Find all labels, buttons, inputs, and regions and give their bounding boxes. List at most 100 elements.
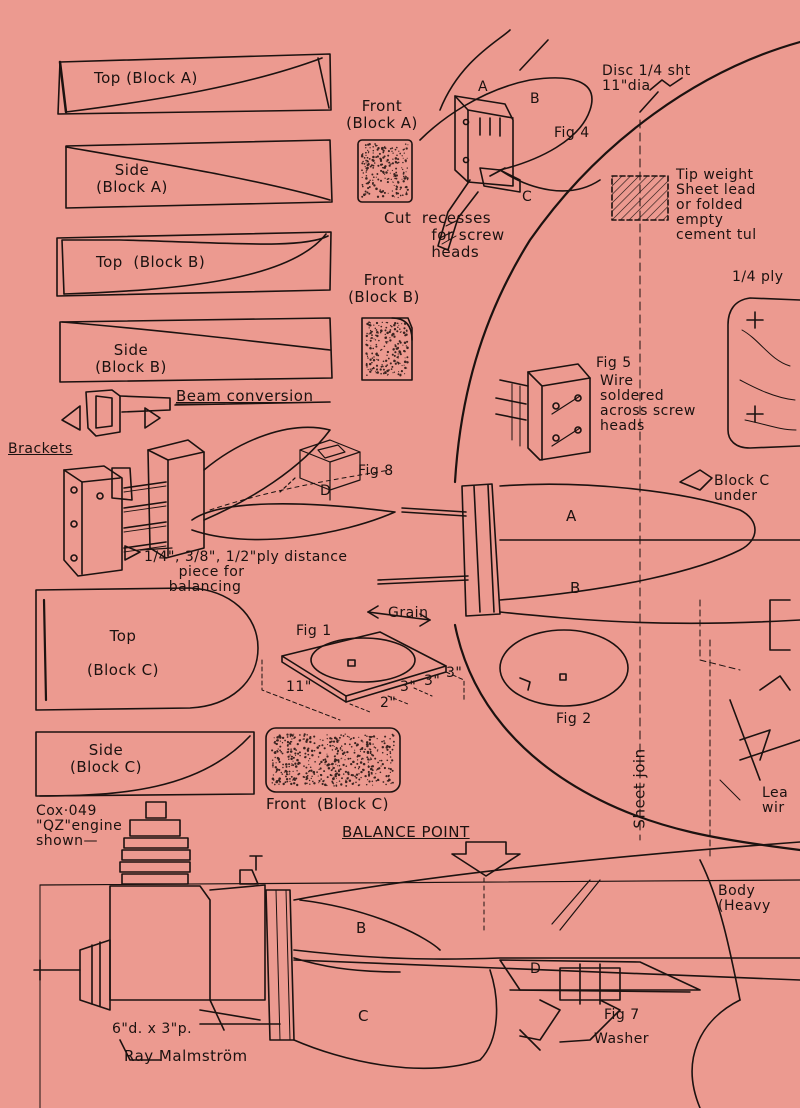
stipple-dot [278,780,282,783]
stipple-dot [309,766,312,769]
stipple-dot [389,164,391,166]
stipple-dot [389,339,392,342]
stipple-dot [371,367,374,370]
stipple-dot [330,737,333,740]
stipple-dot [319,739,321,741]
stipple-dot [326,753,328,755]
stipple-dot [373,184,376,187]
stipple-dot [367,770,370,774]
stipple-dot [385,336,388,338]
stipple-dot [279,740,282,742]
stipple-dot [329,740,332,744]
stipple-dot [401,155,403,157]
stipple-dot [295,749,298,751]
stipple-dot [313,735,316,738]
stipple-dot [400,331,402,333]
stipple-dot [367,774,371,777]
stipple-dot [281,752,284,755]
stipple-dot [369,368,371,370]
fig-1-drawing [261,605,465,721]
stipple-dot [365,363,368,367]
stipple-dot [358,773,360,775]
stipple-dot [366,332,368,335]
stipple-dot [396,361,398,363]
stipple-dot [340,734,342,736]
stipple-dot [368,158,371,160]
stipple-dot [366,182,370,185]
stipple-dot [396,154,398,157]
stipple-dot [401,365,403,367]
stipple-dot [289,778,291,780]
stipple-dot [376,195,380,198]
stipple-dot [332,766,335,770]
stipple-dot [403,350,406,353]
stipple-dot [339,748,342,750]
stipple-dot [279,749,282,752]
stipple-dot [367,143,370,146]
stipple-dot [403,148,405,150]
stipple-dot [385,774,388,778]
stipple-dot [369,339,372,342]
stipple-dot [324,763,326,765]
label-quarter-ply: 1/4 ply [732,269,784,285]
stipple-dot [293,747,296,751]
stipple-dot [388,330,391,334]
stipple-dot [355,781,357,784]
stipple-dot [288,770,291,773]
stipple-dot [352,736,355,740]
stipple-dot [361,176,363,179]
stipple-dot [271,759,274,761]
stipple-dot [372,784,374,786]
stipple-dot [368,321,371,324]
stipple-dot [382,167,385,169]
stipple-dot [397,363,400,365]
stipple-dot [372,347,375,350]
block-c-side-view [35,731,255,797]
stipple-dot [382,781,385,783]
stipple-dot [395,188,398,191]
block-b-front-view [361,317,413,381]
stipple-dot [406,188,409,191]
stipple-dot [344,733,346,735]
label-top-block-b: Top (Block B) [96,253,206,271]
label-author: Ray Malmström [124,1047,248,1065]
stipple-dot [386,158,389,162]
stipple-dot [299,754,301,757]
stipple-dot [340,745,343,747]
stipple-dot [380,759,383,762]
label-block-c-under: Block C under [714,473,770,504]
stipple-dot [294,752,297,755]
stipple-dot [386,759,389,762]
stipple-dot [293,733,295,735]
stipple-dot [374,339,377,341]
stipple-dot [304,752,307,755]
stipple-dot [309,783,311,785]
stipple-dot [399,188,401,191]
stipple-dot [358,778,361,781]
stipple-dot [391,162,394,165]
stipple-dot [326,737,328,740]
stipple-dot [362,768,365,772]
stipple-dot [403,327,406,330]
stipple-dot [367,779,369,781]
stipple-dot [303,734,306,737]
stipple-dot [389,337,391,339]
stipple-dot [350,762,353,766]
stipple-dot [366,354,368,356]
stipple-dot [364,774,367,778]
stipple-dot [405,345,407,347]
stipple-dot [367,149,369,152]
stipple-dot [388,161,391,164]
stipple-dot [329,744,332,747]
stipple-dot [391,325,393,328]
stipple-dot [405,185,408,189]
stipple-dot [384,329,387,332]
stipple-dot [327,765,329,767]
stipple-dot [369,358,372,361]
stipple-dot [385,321,387,324]
stipple-dot [365,343,367,346]
stipple-dot [313,742,316,745]
stipple-dot [384,165,387,168]
stipple-dot [401,323,403,325]
stipple-dot [332,762,334,765]
